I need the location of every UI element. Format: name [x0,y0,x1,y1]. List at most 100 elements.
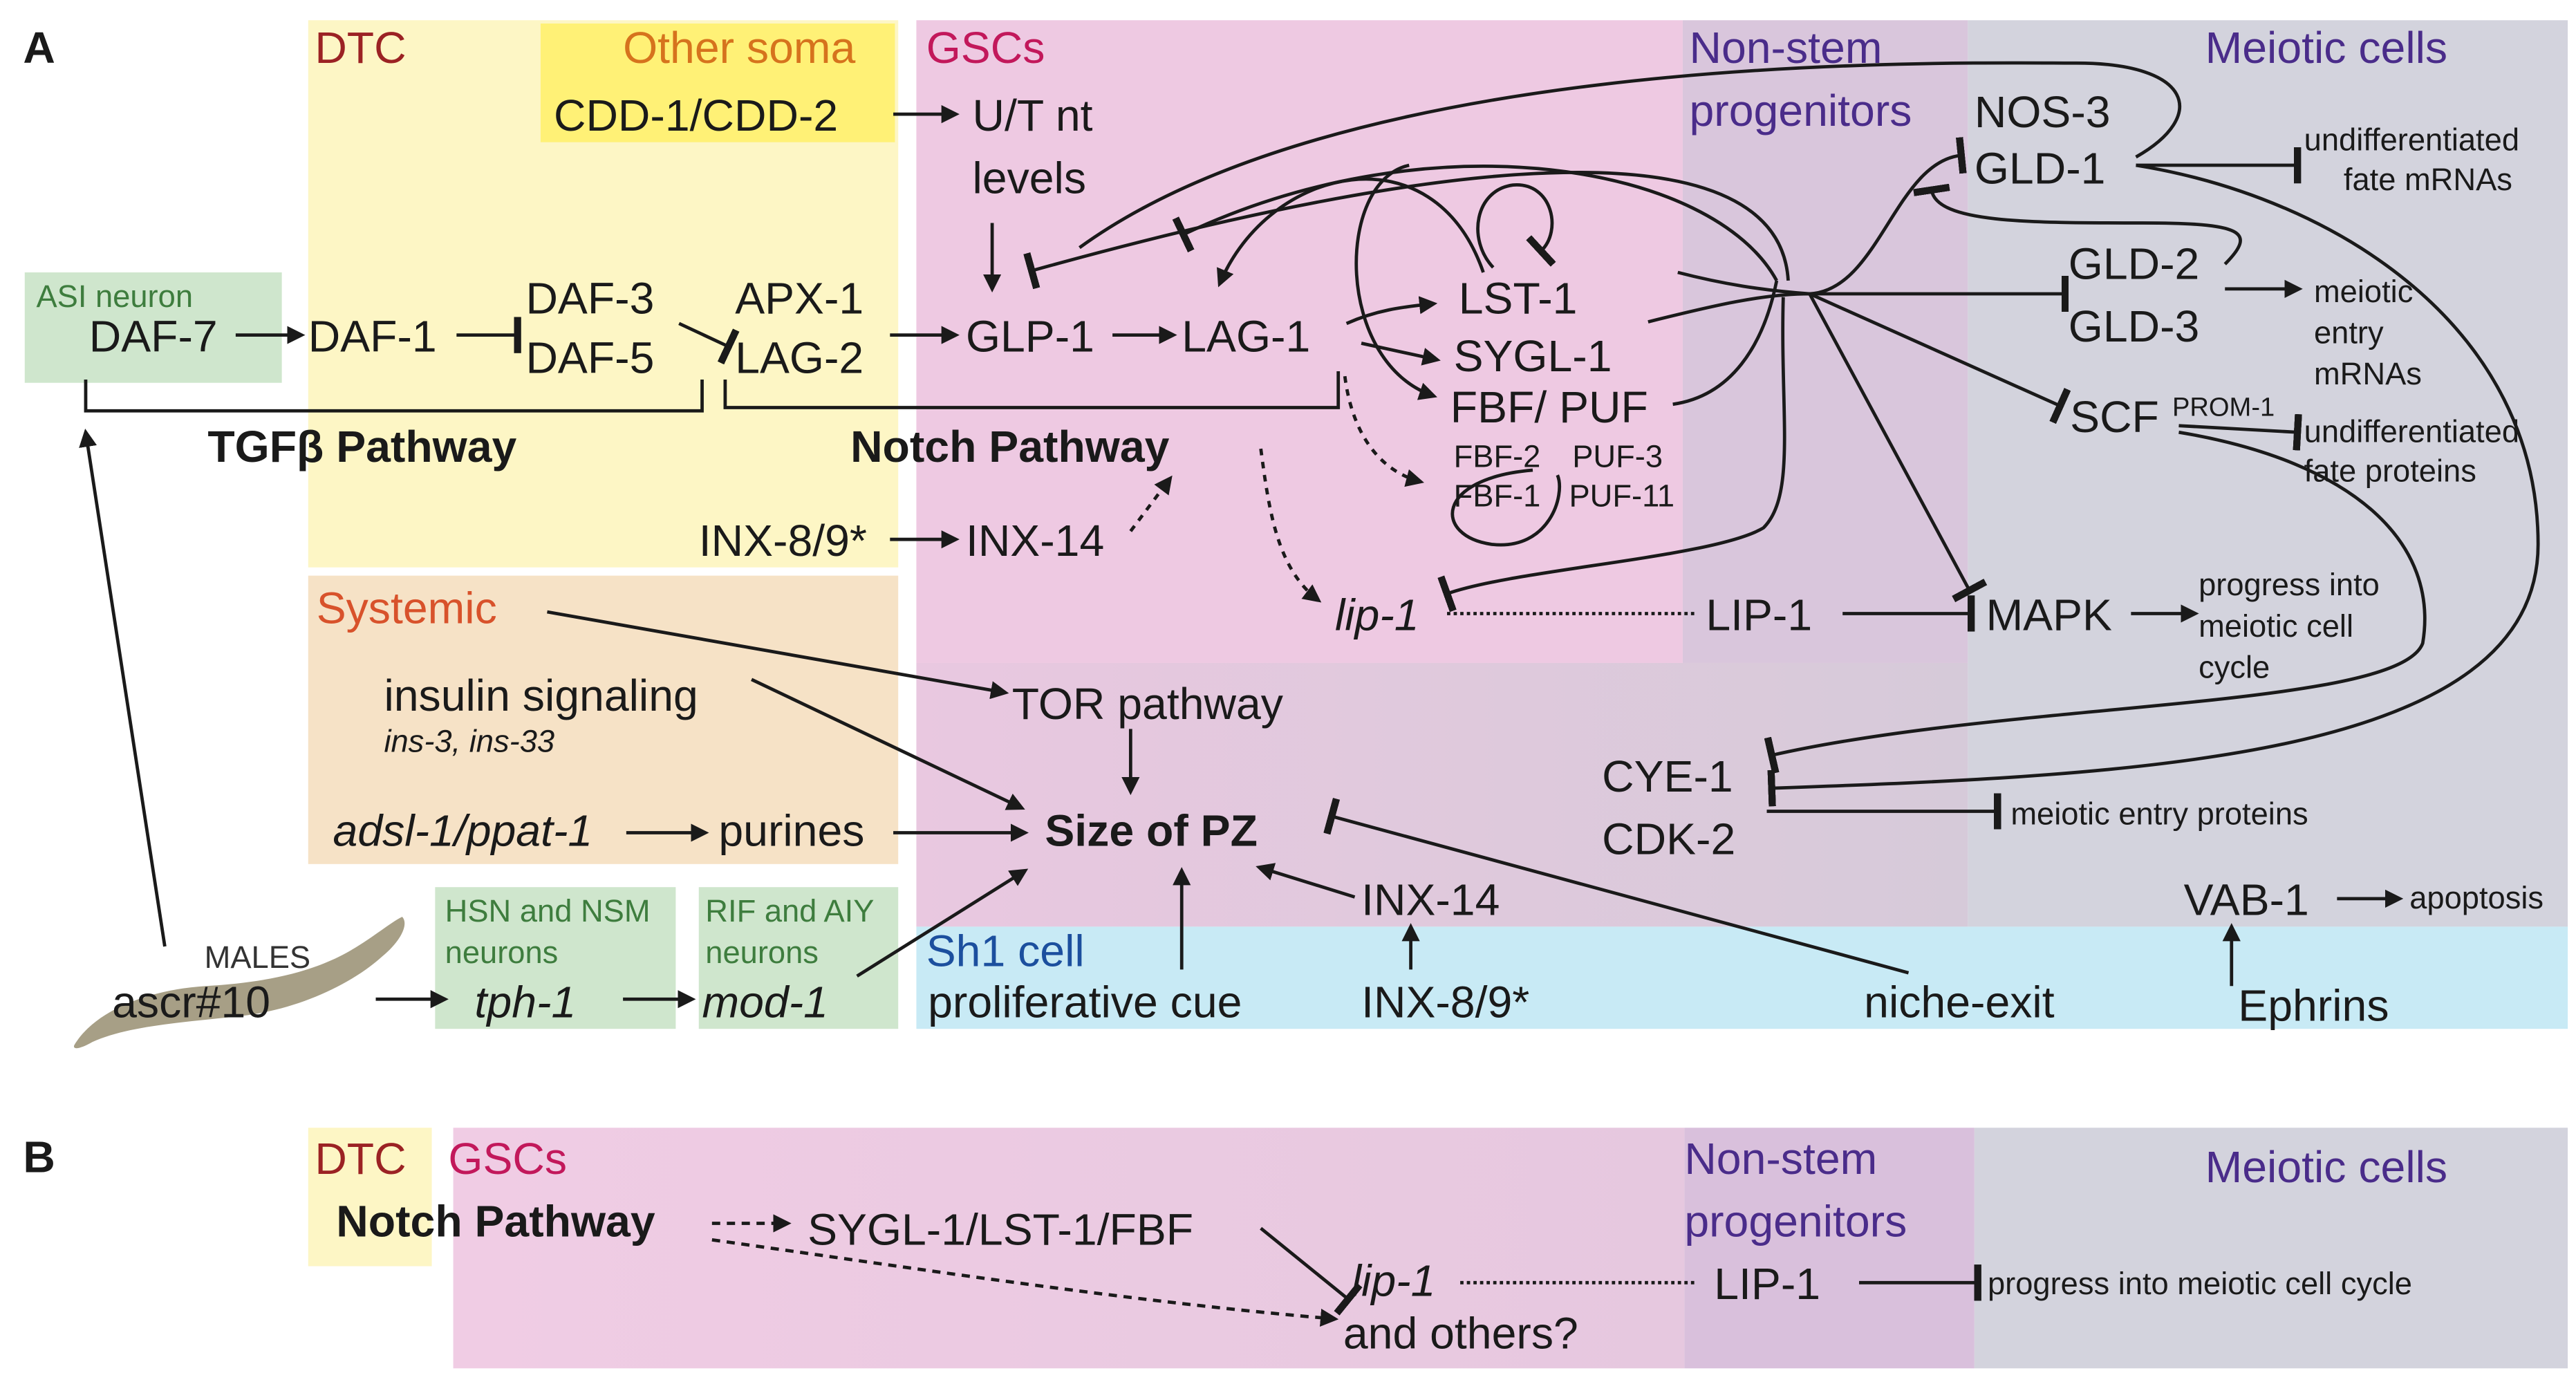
node-fbf1: FBF-1 [1454,478,1541,514]
node-daf7: DAF-7 [89,311,218,361]
label-systemic: Systemic [317,583,497,633]
node-tor: TOR pathway [1012,679,1284,729]
node-cdk2: CDK-2 [1602,814,1735,864]
edge-fbf-hub [1672,280,1779,407]
node-lip1-gene: lip-1 [1335,590,1419,639]
b-label-non-stem-2: progenitors [1684,1197,1907,1246]
node-proliferative-cue: proliferative cue [928,978,1242,1027]
node-cdd: CDD-1/CDD-2 [554,91,838,140]
node-lip1-protein: LIP-1 [1706,590,1812,639]
node-undiff-mrna-2: fate mRNAs [2344,162,2512,197]
node-sygl1: SYGL-1 [1454,331,1612,381]
node-meiotic-entry-2: entry [2314,315,2384,351]
panel-a-letter: A [23,23,55,73]
label-meiotic: Meiotic cells [2205,23,2448,73]
node-puf11: PUF-11 [1569,478,1674,514]
b-label-non-stem-1: Non-stem [1684,1134,1877,1184]
node-meiotic-entry-proteins: meiotic entry proteins [2010,796,2308,832]
edge-lst1-self [1476,183,1556,269]
label-hsn-1: HSN and NSM [445,893,651,928]
node-meiotic-entry-1: meiotic [2314,274,2413,309]
node-puf3: PUF-3 [1572,438,1663,474]
node-utnt-1: U/T nt [972,91,1092,140]
panel-a-labels: A B DTC Other soma GSCs Non-stem progeni… [23,23,2447,1182]
label-other-soma: Other soma [623,23,855,73]
node-purines: purines [718,806,864,856]
node-mod1: mod-1 [702,978,828,1027]
node-daf5: DAF-5 [525,333,654,382]
edge-lst-hub [1677,270,1810,296]
node-daf3: DAF-3 [525,274,654,324]
edge-lag1-sygl1 [1361,342,1441,366]
edge-inx14-size [1256,863,1356,899]
region-sh1 [916,926,2568,1029]
edge-scf-cye1 [1764,430,2427,774]
node-size-pz: Size of PZ [1045,806,1258,856]
node-insulin: insulin signaling [384,671,698,720]
edge-gld1-nos3-loop [1079,61,2182,250]
node-adsl: adsl-1/ppat-1 [333,806,593,856]
label-dtc: DTC [315,23,406,73]
b-node-others: and others? [1343,1309,1578,1358]
region-b-meiotic [1974,1128,2568,1369]
label-hsn-2: neurons [445,935,559,970]
edge-tgfb-bracket [84,379,704,413]
node-lag2: LAG-2 [735,333,864,382]
region-gscs-transition [916,662,1968,927]
node-niche-exit: niche-exit [1864,978,2055,1027]
node-ephrins: Ephrins [2238,980,2389,1030]
node-ascr10: ascr#10 [112,978,270,1027]
b-node-sygl: SYGL-1/LST-1/FBF [808,1204,1193,1254]
region-systemic [308,575,899,864]
node-undiff-prot-2: fate proteins [2304,454,2476,489]
panel-b-labels: DTC GSCs Non-stem progenitors Meiotic ce… [315,1134,2447,1358]
label-rif-1: RIF and AIY [705,893,874,928]
label-males: MALES [205,940,311,975]
node-gld3: GLD-3 [2069,301,2200,351]
worm-icon [73,917,405,1049]
edge-b-notch-others [711,1238,1339,1327]
label-sh1: Sh1 cell [926,926,1085,976]
node-fbfpuf: FBF/ PUF [1450,382,1648,432]
edge-mod1-size [856,868,1029,978]
node-vab1: VAB-1 [2184,875,2309,925]
panel-b-letter: B [23,1132,55,1182]
region-b-dtc [308,1128,432,1267]
b-node-lip1-protein: LIP-1 [1714,1259,1820,1309]
edge-hub-mapk [1808,292,1988,603]
region-asi-neuron [24,272,282,383]
node-scf: SCF [2070,392,2159,442]
node-tgfb-pathway: TGFβ Pathway [207,422,516,471]
node-notch-pathway: Notch Pathway [850,422,1170,471]
region-b-gscs [453,1128,1685,1369]
edge-hub-gld1 [1809,137,1967,296]
node-inx89-top: INX-8/9* [699,516,867,566]
node-progress-3: cycle [2199,649,2270,684]
node-apoptosis: apoptosis [2409,880,2544,915]
region-hsn-nsm [435,887,676,1029]
label-rif-2: neurons [705,935,819,970]
node-cye1: CYE-1 [1602,751,1733,801]
node-progress-1: progress into [2199,567,2380,602]
edge-dashed-notch-lip1 [1259,448,1322,603]
region-meiotic [1968,20,2568,927]
node-inx14-top: INX-14 [966,516,1104,566]
node-prom1: PROM-1 [2172,392,2275,422]
region-other-soma [540,24,895,142]
node-gld1: GLD-1 [1975,143,2106,193]
edge-gld23-gld1 [1913,183,2242,265]
node-tph1: tph-1 [475,978,577,1027]
node-apx1: APX-1 [735,274,864,324]
edges-panel-a [79,61,2540,1009]
edge-hub-glp1 [1023,170,1790,290]
b-node-progress: progress into meiotic cell cycle [1988,1266,2412,1301]
node-nos3: NOS-3 [1975,87,2111,137]
label-non-stem-2: progenitors [1689,86,1912,136]
node-glp1: GLP-1 [966,311,1094,361]
panel-a-regions [24,20,2568,1049]
node-ins-genes: ins-3, ins-33 [384,724,554,759]
edge-scf-undiff [2178,413,2302,451]
node-daf1: DAF-1 [308,311,437,361]
edge-worm-daf7 [79,429,167,947]
